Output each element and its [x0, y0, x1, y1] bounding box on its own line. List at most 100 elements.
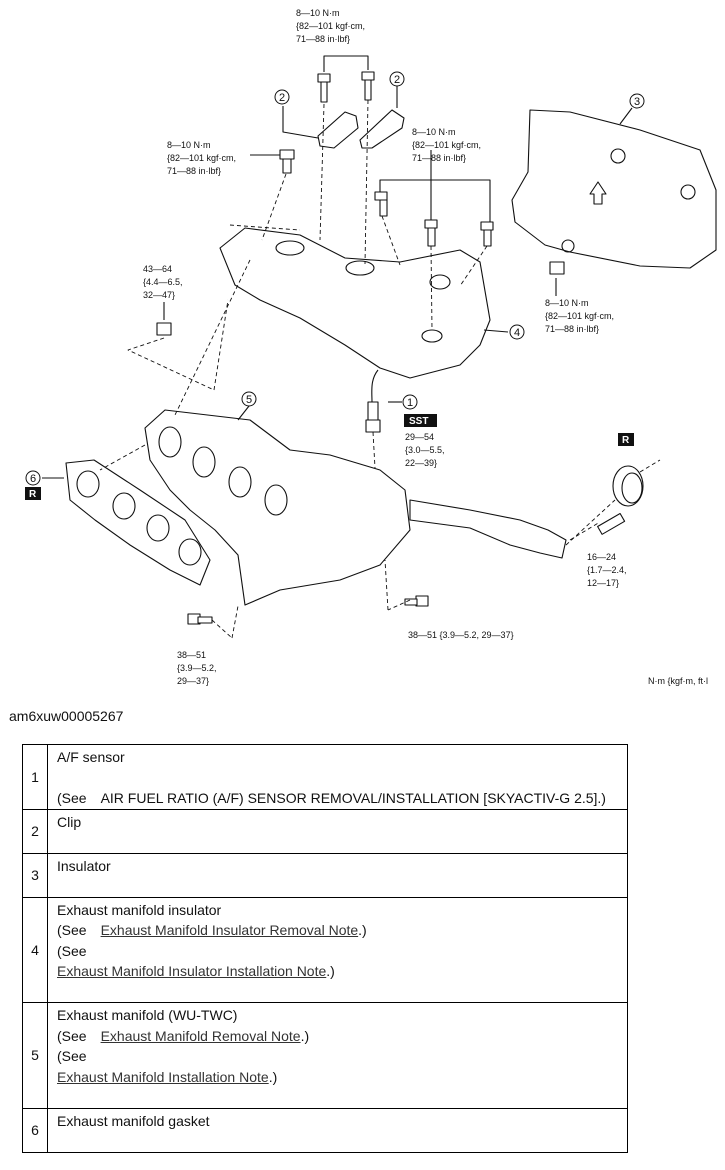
svg-text:{82—101 kgf·cm,: {82—101 kgf·cm, [167, 153, 236, 163]
svg-text:43—64: 43—64 [143, 264, 172, 274]
description-line: (See AIR FUEL RATIO (A/F) SENSOR REMOVAL/… [57, 788, 627, 809]
callout-exhaust-manifold: 5 [246, 394, 252, 406]
description-line: Insulator [57, 856, 627, 877]
part-description: Exhaust manifold gasket [47, 1107, 628, 1153]
description-line: Exhaust Manifold Insulator Installation … [57, 961, 627, 982]
part-description: Insulator [47, 852, 628, 898]
description-line: (See Exhaust Manifold Insulator Removal N… [57, 920, 627, 941]
description-text: Exhaust manifold insulator [57, 901, 222, 918]
description-line [57, 876, 627, 897]
see-prefix: (See [57, 790, 87, 806]
see-prefix: (See [57, 922, 87, 938]
lower-left-bolt [187, 613, 213, 625]
svg-text:29—37}: 29—37} [177, 676, 209, 686]
description-line [57, 832, 627, 853]
description-line: Exhaust manifold insulator [57, 900, 627, 921]
insulator-nut [549, 261, 565, 275]
ring-gasket [612, 465, 644, 507]
description-line [57, 1131, 627, 1152]
torque-label-insulator-nut: 8—10 N·m {82—101 kgf·cm, 71—88 in·lbf} [545, 298, 614, 334]
callout-gasket: 6 [30, 473, 36, 485]
description-text: Insulator [57, 857, 111, 874]
reference-text: AIR FUEL RATIO (A/F) SENSOR REMOVAL/INST… [100, 790, 606, 806]
see-suffix: .) [358, 922, 367, 938]
svg-text:16—24: 16—24 [587, 552, 616, 562]
torque-label-left-bolt: 8—10 N·m {82—101 kgf·cm, 71—88 in·lbf} [167, 140, 236, 176]
parts-row: 1 A/F sensor (See AIR FUEL RATIO (A/F) SENS… [22, 744, 628, 810]
description-line: (See [57, 941, 627, 962]
svg-text:{82—101 kgf·cm,: {82—101 kgf·cm, [296, 21, 365, 31]
clip-right [359, 109, 405, 149]
callout-clip-2: 2 [394, 74, 400, 86]
torque-label-af-sensor: 29—54 {3.0—5.5, 22—39} [405, 432, 445, 468]
exhaust-manifold [144, 409, 411, 606]
description-text: Exhaust manifold (WU-TWC) [57, 1007, 238, 1023]
torque-label-lower-left-bolt: 38—51 {3.9—5.2, 29—37} [177, 650, 217, 686]
af-sensor [365, 369, 381, 433]
exhaust-pipe [409, 499, 567, 559]
svg-text:22—39}: 22—39} [405, 458, 437, 468]
svg-text:{3.0—5.5,: {3.0—5.5, [405, 445, 445, 455]
reference-link[interactable]: Exhaust Manifold Removal Note [100, 1027, 301, 1044]
parts-row: 2 Clip [22, 808, 628, 854]
manifold-nut [156, 322, 172, 336]
svg-text:32—47}: 32—47} [143, 290, 175, 300]
exhaust-manifold-insulator [219, 227, 491, 379]
callout-clip-1: 2 [279, 92, 285, 104]
description-text: A/F sensor [57, 749, 125, 765]
svg-text:8—10 N·m: 8—10 N·m [167, 140, 211, 150]
svg-text:71—88 in·lbf}: 71—88 in·lbf} [296, 34, 350, 44]
svg-text:8—10 N·m: 8—10 N·m [545, 298, 589, 308]
torque-label-manifold-nut: 43—64 {4.4—6.5, 32—47} [143, 264, 183, 300]
reference-link[interactable]: Exhaust Manifold Installation Note [57, 1068, 269, 1085]
callout-af-sensor: 1 [407, 397, 413, 409]
replace-badge-ring: R [618, 433, 634, 446]
callout-manifold-insulator: 4 [514, 327, 520, 339]
part-description: Clip [47, 808, 628, 854]
svg-text:8—10 N·m: 8—10 N·m [412, 127, 456, 137]
svg-text:12—17}: 12—17} [587, 578, 619, 588]
svg-text:{82—101 kgf·cm,: {82—101 kgf·cm, [545, 311, 614, 321]
see-suffix: .) [268, 1068, 278, 1085]
part-number: 1 [22, 744, 48, 810]
svg-text:{1.7—2.4,: {1.7—2.4, [587, 565, 627, 575]
svg-text:29—54: 29—54 [405, 432, 434, 442]
see-suffix: .) [326, 963, 335, 979]
description-text: (See [57, 1048, 87, 1064]
reference-link[interactable]: Exhaust Manifold Insulator Removal Note [100, 922, 359, 938]
parts-row: 3 Insulator [22, 852, 628, 898]
part-number: 5 [22, 1002, 48, 1109]
callout-insulator: 3 [634, 96, 640, 108]
description-line: Clip [57, 812, 627, 833]
sst-badge: SST [404, 414, 437, 427]
replace-badge-gasket: R [25, 487, 41, 500]
description-text: (See [57, 942, 87, 959]
exhaust-manifold-gasket [65, 459, 211, 586]
svg-text:8—10 N·m: 8—10 N·m [296, 8, 340, 18]
see-prefix: (See [57, 1027, 87, 1044]
parts-table: 1 A/F sensor (See AIR FUEL RATIO (A/F) SENS… [22, 744, 628, 1153]
part-number: 3 [22, 852, 48, 898]
description-line: Exhaust manifold gasket [57, 1111, 627, 1132]
torque-label-insulator-bolts: 8—10 N·m {82—101 kgf·cm, 71—88 in·lbf} [412, 127, 481, 163]
part-number: 2 [22, 808, 48, 854]
description-line [57, 768, 627, 789]
torque-label-clip-bolts: 8—10 N·m {82—101 kgf·cm, 71—88 in·lbf} [296, 8, 365, 44]
description-text: Exhaust manifold gasket [57, 1112, 210, 1129]
description-text: Clip [57, 813, 82, 830]
description-line [57, 1087, 627, 1108]
svg-text:{3.9—5.2,: {3.9—5.2, [177, 663, 217, 673]
units-note: N·m {kgf·m, ft·l [648, 676, 708, 686]
torque-label-lower-right-bolt: 38—51 {3.9—5.2, 29—37} [408, 630, 514, 640]
svg-text:71—88 in·lbf}: 71—88 in·lbf} [412, 153, 466, 163]
part-number: 4 [22, 896, 48, 1003]
description-line: Exhaust manifold (WU-TWC) [57, 1005, 627, 1026]
reference-link[interactable]: Exhaust Manifold Insulator Installation … [57, 963, 327, 979]
svg-text:{4.4—6.5,: {4.4—6.5, [143, 277, 183, 287]
svg-text:38—51: 38—51 [177, 650, 206, 660]
